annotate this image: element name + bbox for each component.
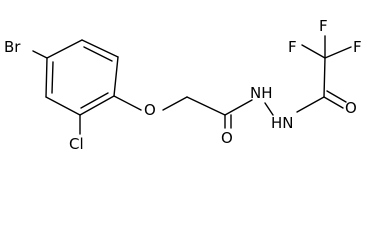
bond-co-o-2b [326, 90, 347, 103]
atom-amide-oxygen-2: O [345, 99, 357, 117]
ring-double-bond-1 [83, 46, 113, 62]
ring-bond-c6-c1 [46, 39, 83, 59]
ring-bond-c4-c5 [45, 96, 81, 116]
ring-bond-c5-c6 [45, 57, 48, 98]
atom-hydrazide-nh-2: HN [271, 114, 294, 132]
ring-double-bond-3 [51, 61, 54, 94]
ring-bond-c3-c4 [79, 95, 115, 116]
bond-nh-nh [264, 102, 274, 116]
bond-nh-co [296, 96, 325, 113]
atom-fluorine-3: F [353, 38, 362, 56]
structure-diagram: Br Cl O O NH HN O F F F [4, 17, 362, 153]
bond-c-f3 [324, 46, 352, 59]
atom-fluorine-1: F [319, 17, 328, 35]
bond-o-ch2 [162, 96, 188, 111]
bond-co-o-2a [323, 96, 344, 109]
atom-amide-oxygen-1: O [221, 129, 233, 147]
atom-chlorine: Cl [69, 135, 84, 153]
bond-co-cf3 [323, 57, 326, 98]
bond-c-f2 [301, 44, 326, 59]
atom-ether-oxygen: O [144, 101, 156, 119]
molecule-drawing: Br Cl O O NH HN O F F F [4, 17, 362, 153]
ring-double-bond-2 [80, 92, 109, 109]
atom-bromine: Br [4, 38, 21, 56]
bond-co-nh [224, 99, 253, 116]
ring-bond-c2-c3 [113, 56, 119, 97]
atom-hydrazide-nh-1: NH [250, 84, 273, 102]
bond-c-br [32, 50, 48, 59]
bond-c-o-ether [113, 95, 142, 111]
bond-ch2-co [186, 96, 226, 116]
benzene-ring [45, 39, 119, 116]
ring-bond-c1-c2 [81, 39, 119, 58]
atom-fluorine-2: F [288, 38, 297, 56]
